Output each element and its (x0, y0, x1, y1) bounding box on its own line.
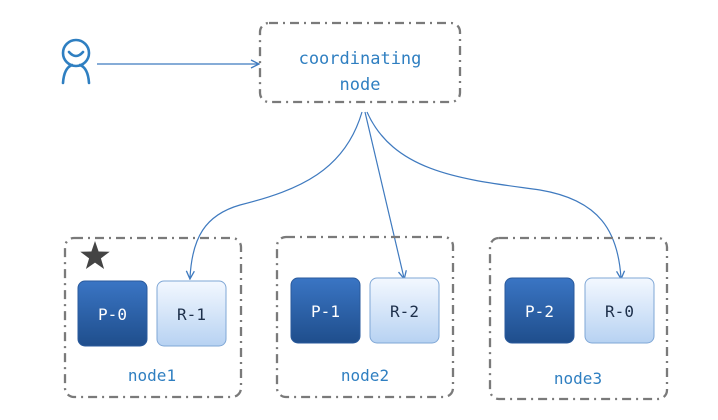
primary-shard-label: P-0 (98, 305, 127, 324)
primary-shard (290, 277, 361, 344)
node-label: node1 (128, 366, 176, 385)
data-node-2: P-1 R-2 node2 (275, 235, 455, 399)
primary-shard (504, 277, 575, 344)
node-label: node2 (341, 366, 389, 385)
coordinating-node-label-line1: coordinating (299, 49, 422, 69)
star-icon (80, 241, 110, 269)
coordinating-node-label-line2: node (340, 75, 381, 95)
route-arrow-node1 (190, 111, 363, 278)
replica-shard (156, 280, 227, 347)
primary-shard-label: P-1 (311, 302, 340, 321)
user-icon (61, 38, 91, 85)
replica-shard (584, 277, 655, 344)
route-arrow-node2 (364, 111, 404, 278)
replica-shard (369, 277, 440, 344)
replica-shard-label: R-1 (177, 305, 206, 324)
route-arrow-node3 (366, 111, 621, 278)
primary-shard (77, 280, 148, 347)
replica-shard-label: R-2 (390, 302, 419, 321)
coordinating-node: coordinating node (258, 21, 462, 104)
data-node-3: P-2 R-0 node3 (488, 236, 669, 401)
primary-shard-label: P-2 (525, 302, 554, 321)
replica-shard-label: R-0 (605, 302, 634, 321)
data-node-1: P-0 R-1 node1 (63, 236, 243, 399)
node-label: node3 (554, 369, 602, 388)
